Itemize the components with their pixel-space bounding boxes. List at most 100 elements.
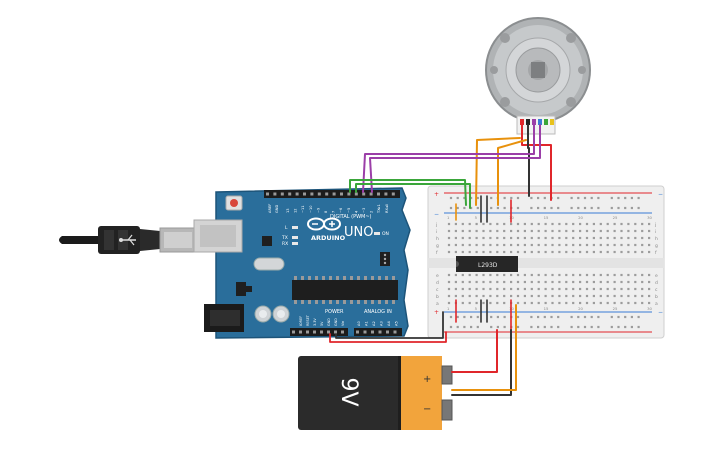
breadboard-hole[interactable] [476, 196, 479, 200]
breadboard-hole[interactable] [583, 315, 587, 319]
breadboard-hole[interactable] [570, 325, 573, 329]
breadboard-hole[interactable] [551, 250, 554, 254]
breadboard-hole[interactable] [613, 243, 616, 247]
breadboard-hole[interactable] [468, 280, 471, 284]
breadboard-hole[interactable] [599, 229, 602, 233]
breadboard-hole[interactable] [627, 273, 630, 277]
breadboard-hole[interactable] [530, 250, 533, 254]
breadboard-hole[interactable] [510, 196, 513, 200]
breadboard-hole[interactable] [637, 325, 640, 329]
breadboard-hole[interactable] [620, 280, 623, 284]
breadboard-hole[interactable] [551, 229, 554, 233]
breadboard-hole[interactable] [592, 287, 595, 291]
breadboard-hole[interactable] [620, 243, 623, 247]
breadboard-hole[interactable] [530, 273, 533, 277]
breadboard-hole[interactable] [620, 287, 623, 291]
breadboard-hole[interactable] [585, 294, 589, 298]
power-header[interactable] [290, 328, 348, 336]
breadboard-hole[interactable] [606, 250, 609, 254]
breadboard-hole[interactable] [475, 243, 478, 247]
breadboard-hole[interactable] [530, 243, 533, 247]
breadboard-hole[interactable] [648, 250, 651, 254]
breadboard-hole[interactable] [585, 250, 589, 254]
breadboard-hole[interactable] [597, 206, 600, 210]
breadboard-hole[interactable] [510, 287, 513, 291]
header-pin[interactable] [347, 192, 351, 196]
breadboard-hole[interactable] [489, 280, 492, 284]
breadboard-hole[interactable] [470, 325, 473, 329]
breadboard-hole[interactable] [572, 301, 575, 305]
breadboard-hole[interactable] [551, 273, 554, 277]
breadboard-hole[interactable] [565, 301, 568, 305]
breadboard-hole[interactable] [572, 243, 575, 247]
breadboard-hole[interactable] [597, 315, 600, 319]
breadboard-hole[interactable] [489, 250, 492, 254]
breadboard-hole[interactable] [613, 294, 616, 298]
header-pin[interactable] [295, 192, 299, 196]
header-pin[interactable] [371, 330, 374, 334]
breadboard-hole[interactable] [585, 236, 589, 240]
breadboard-hole[interactable] [461, 222, 464, 226]
breadboard-hole[interactable] [523, 222, 526, 226]
breadboard-hole[interactable] [447, 222, 451, 226]
breadboard-hole[interactable] [634, 222, 637, 226]
breadboard-hole[interactable] [592, 229, 595, 233]
breadboard-hole[interactable] [463, 325, 466, 329]
breadboard-hole[interactable] [627, 287, 630, 291]
breadboard-hole[interactable] [530, 294, 533, 298]
breadboard-hole[interactable] [476, 325, 479, 329]
breadboard-hole[interactable] [613, 301, 616, 305]
breadboard-hole[interactable] [510, 250, 513, 254]
breadboard-hole[interactable] [468, 236, 471, 240]
breadboard-hole[interactable] [558, 301, 561, 305]
breadboard-hole[interactable] [579, 229, 582, 233]
breadboard-hole[interactable] [565, 294, 568, 298]
breadboard-hole[interactable] [482, 222, 485, 226]
header-pin[interactable] [354, 192, 358, 196]
breadboard-hole[interactable] [476, 315, 479, 319]
breadboard-hole[interactable] [496, 294, 499, 298]
breadboard-hole[interactable] [630, 315, 633, 319]
breadboard-hole[interactable] [570, 196, 573, 200]
breadboard-hole[interactable] [461, 236, 464, 240]
breadboard-hole[interactable] [570, 315, 573, 319]
breadboard-hole[interactable] [641, 294, 644, 298]
breadboard-hole[interactable] [543, 206, 546, 210]
breadboard-hole[interactable] [516, 206, 520, 210]
header-pin[interactable] [327, 330, 330, 334]
breadboard-hole[interactable] [634, 229, 637, 233]
breadboard-hole[interactable] [537, 206, 540, 210]
breadboard-hole[interactable] [482, 236, 485, 240]
breadboard-hole[interactable] [516, 236, 520, 240]
breadboard-hole[interactable] [490, 315, 493, 319]
breadboard-hole[interactable] [620, 294, 623, 298]
breadboard-hole[interactable] [617, 206, 620, 210]
breadboard-hole[interactable] [558, 250, 561, 254]
breadboard-hole[interactable] [641, 301, 644, 305]
breadboard-hole[interactable] [630, 196, 633, 200]
breadboard-hole[interactable] [557, 196, 560, 200]
breadboard-hole[interactable] [454, 243, 457, 247]
breadboard-hole[interactable] [592, 222, 595, 226]
breadboard-hole[interactable] [490, 206, 493, 210]
breadboard-hole[interactable] [503, 229, 506, 233]
breadboard-hole[interactable] [648, 280, 651, 284]
breadboard-hole[interactable] [516, 287, 520, 291]
breadboard-hole[interactable] [634, 236, 637, 240]
breadboard-hole[interactable] [482, 301, 485, 305]
header-pin[interactable] [317, 192, 321, 196]
breadboard-hole[interactable] [447, 250, 451, 254]
breadboard-hole[interactable] [585, 243, 589, 247]
breadboard-hole[interactable] [468, 273, 471, 277]
breadboard-hole[interactable] [475, 287, 478, 291]
breadboard-hole[interactable] [613, 250, 616, 254]
breadboard-hole[interactable] [558, 287, 561, 291]
breadboard-hole[interactable] [648, 236, 651, 240]
breadboard-hole[interactable] [592, 280, 595, 284]
breadboard-hole[interactable] [592, 301, 595, 305]
breadboard-hole[interactable] [599, 243, 602, 247]
header-pin[interactable] [299, 330, 302, 334]
breadboard-hole[interactable] [558, 243, 561, 247]
breadboard-hole[interactable] [599, 250, 602, 254]
breadboard-hole[interactable] [572, 273, 575, 277]
